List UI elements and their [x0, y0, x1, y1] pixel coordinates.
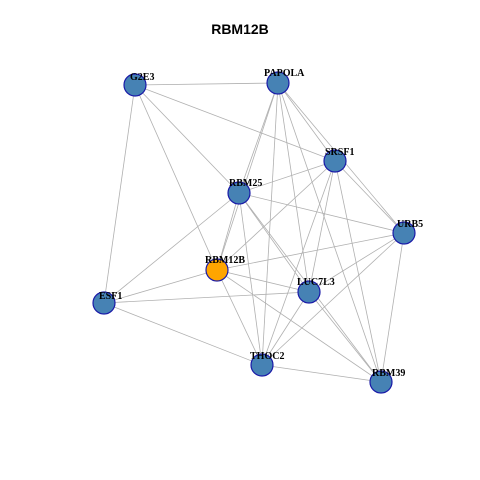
- edge-urb5-rbm12b: [216, 232, 405, 271]
- edge-rbm12b-luc7l3: [216, 269, 310, 293]
- node-label-esf1: ESF1: [99, 291, 122, 302]
- edge-thoc2-rbm39: [261, 364, 382, 383]
- node-rbm39[interactable]: RBM39: [369, 368, 405, 394]
- edge-rbm25-esf1: [103, 192, 240, 304]
- node-circle-g2e3[interactable]: [123, 73, 147, 97]
- edge-luc7l3-rbm39: [308, 291, 382, 383]
- edge-rbm25-thoc2: [238, 192, 263, 366]
- edge-g2e3-srsf1: [134, 84, 336, 162]
- edge-esf1-thoc2: [103, 302, 263, 366]
- edge-papola-rbm25: [238, 82, 279, 194]
- node-rbm12b[interactable]: RBM12B: [205, 255, 245, 282]
- node-circle-rbm12b[interactable]: [205, 258, 229, 282]
- node-label-rbm39: RBM39: [372, 368, 405, 379]
- edge-urb5-rbm39: [380, 232, 405, 383]
- node-circle-luc7l3[interactable]: [297, 280, 321, 304]
- edge-rbm25-rbm12b: [216, 192, 240, 271]
- node-label-rbm12b: RBM12B: [205, 255, 245, 266]
- edge-urb5-luc7l3: [308, 232, 405, 293]
- edge-layer: [103, 82, 405, 383]
- node-g2e3[interactable]: G2E3: [123, 72, 154, 97]
- node-esf1[interactable]: ESF1: [92, 291, 122, 315]
- node-label-thoc2: THOC2: [250, 351, 284, 362]
- edge-srsf1-luc7l3: [308, 160, 336, 293]
- edge-srsf1-thoc2: [261, 160, 336, 366]
- edge-papola-rbm39: [277, 82, 382, 383]
- edge-srsf1-rbm39: [334, 160, 382, 383]
- node-circle-thoc2[interactable]: [250, 353, 274, 377]
- node-thoc2[interactable]: THOC2: [250, 351, 284, 377]
- edge-g2e3-papola: [134, 82, 279, 86]
- node-luc7l3[interactable]: LUC7L3: [297, 277, 335, 304]
- node-label-rbm25: RBM25: [229, 178, 262, 189]
- graph-title: RBM12B: [211, 21, 269, 37]
- node-label-srsf1: SRSF1: [325, 147, 354, 158]
- node-label-g2e3: G2E3: [130, 72, 154, 83]
- edge-papola-thoc2: [261, 82, 279, 366]
- node-circle-esf1[interactable]: [92, 291, 116, 315]
- node-label-urb5: URB5: [397, 219, 423, 230]
- node-urb5[interactable]: URB5: [392, 219, 423, 245]
- edge-papola-srsf1: [277, 82, 336, 162]
- edge-g2e3-esf1: [103, 84, 136, 304]
- edge-rbm12b-esf1: [103, 269, 218, 304]
- node-papola[interactable]: PAPOLA: [264, 68, 305, 95]
- edge-rbm25-luc7l3: [238, 192, 310, 293]
- edge-rbm12b-thoc2: [216, 269, 263, 366]
- edge-rbm25-urb5: [238, 192, 405, 234]
- node-circle-papola[interactable]: [266, 71, 290, 95]
- edge-rbm12b-rbm39: [216, 269, 382, 383]
- edge-papola-rbm12b: [216, 82, 279, 271]
- node-circle-rbm25[interactable]: [227, 181, 251, 205]
- node-rbm25[interactable]: RBM25: [227, 178, 262, 205]
- edge-srsf1-rbm25: [238, 160, 336, 194]
- edge-srsf1-urb5: [334, 160, 405, 234]
- edge-esf1-luc7l3: [103, 291, 310, 304]
- node-srsf1[interactable]: SRSF1: [323, 147, 354, 173]
- node-label-luc7l3: LUC7L3: [297, 277, 335, 288]
- edge-urb5-thoc2: [261, 232, 405, 366]
- node-label-papola: PAPOLA: [264, 68, 305, 79]
- node-circle-rbm39[interactable]: [369, 370, 393, 394]
- edge-luc7l3-thoc2: [261, 291, 310, 366]
- node-circle-urb5[interactable]: [392, 221, 416, 245]
- edge-g2e3-rbm12b: [134, 84, 218, 271]
- edge-g2e3-rbm25: [134, 84, 240, 194]
- node-circle-srsf1[interactable]: [323, 149, 347, 173]
- edge-srsf1-rbm12b: [216, 160, 336, 271]
- edge-papola-luc7l3: [277, 82, 310, 293]
